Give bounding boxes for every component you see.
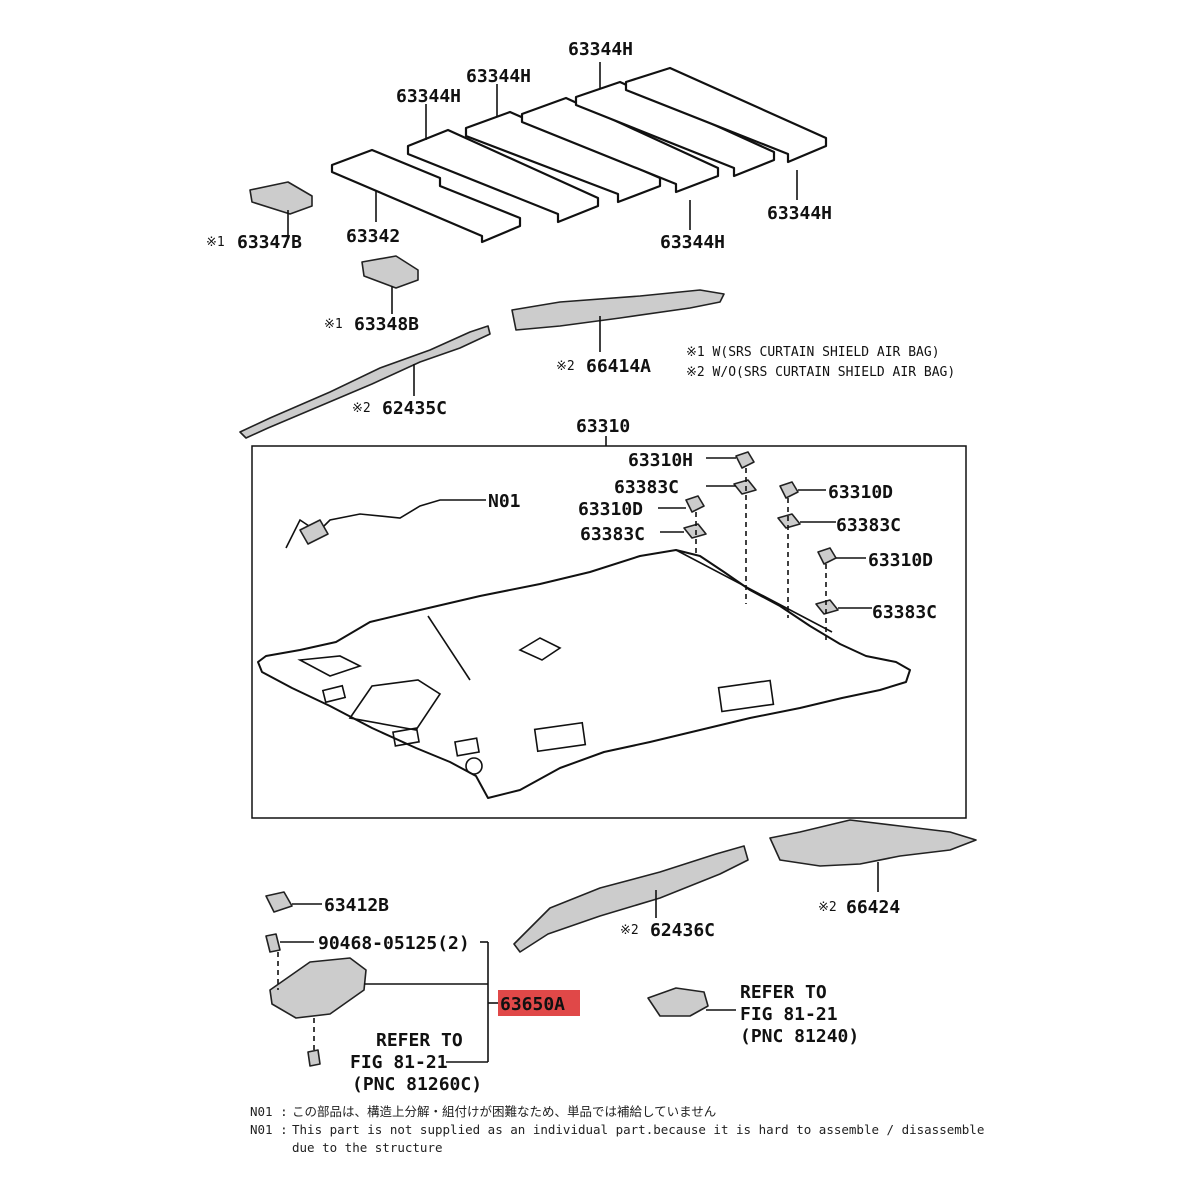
note-en-text-2: due to the structure: [292, 1140, 443, 1155]
label-63344h-top: 63344H: [568, 39, 633, 60]
mark-2-66424: ※2: [818, 900, 837, 915]
strip-62436c-shape: [513, 845, 749, 953]
label-63310d-1: 63310D: [578, 499, 643, 520]
pad-63342-shape: [330, 148, 522, 244]
clip-column-3: [777, 481, 836, 618]
label-66414a: 66414A: [586, 356, 651, 377]
label-63344h-3: 63344H: [396, 86, 461, 107]
label-63344h-right: 63344H: [767, 203, 832, 224]
label-62435c: 62435C: [382, 398, 447, 419]
refer-right-2: FIG 81-21: [740, 1004, 838, 1025]
label-63344h-2: 63344H: [466, 66, 531, 87]
lamp-assembly-shape: [269, 957, 367, 1019]
refer-right-1: REFER TO: [740, 982, 827, 1003]
clip-column-2: [658, 495, 707, 556]
board-1-shape: [406, 128, 600, 224]
headliner-frame: [251, 445, 967, 819]
note-en-prefix: N01 :: [250, 1122, 288, 1137]
legend-line-2: ※2 W/O(SRS CURTAIN SHIELD AIR BAG): [686, 365, 955, 380]
note-en-text: This part is not supplied as an individu…: [292, 1122, 984, 1137]
label-63383c-3: 63383C: [836, 515, 901, 536]
wire-n01-shape: [285, 499, 486, 549]
mark-2-62436c: ※2: [620, 923, 639, 938]
pad-63348b-shape: [361, 255, 419, 289]
mark-1-63348b: ※1: [324, 317, 343, 332]
legend-line-1: ※1 W(SRS CURTAIN SHIELD AIR BAG): [686, 345, 940, 360]
headliner-shape: [257, 549, 911, 799]
label-63650a: 63650A: [500, 994, 565, 1015]
highlight-63650a: [498, 990, 580, 1016]
wire-n01-connector: [299, 519, 329, 545]
refer-left-2: FIG 81-21: [350, 1052, 448, 1073]
label-63347b: 63347B: [237, 232, 302, 253]
label-63310d-2: 63310D: [828, 482, 893, 503]
note-jp-text: この部品は、構造上分解・組付けが困難なため、単品では補給していません: [292, 1104, 716, 1119]
label-63344h-bottom: 63344H: [660, 232, 725, 253]
board-pads: [330, 66, 828, 244]
lamp-bulb-shape: [307, 1049, 321, 1067]
pad-63347b-shape: [249, 181, 313, 215]
strip-66414a-shape: [511, 289, 725, 331]
refer-left-3: (PNC 81260C): [352, 1074, 482, 1095]
label-63383c-2: 63383C: [580, 524, 645, 545]
clip-column-4: [815, 547, 872, 640]
label-63310h: 63310H: [628, 450, 693, 471]
label-90468: 90468-05125(2): [318, 933, 470, 954]
strip-62435c-shape: [239, 325, 491, 439]
mark-2-66414a: ※2: [556, 359, 575, 374]
note-jp-prefix: N01 :: [250, 1104, 288, 1119]
label-62436c: 62436C: [650, 920, 715, 941]
label-63310: 63310: [576, 416, 630, 437]
label-63383c-1: 63383C: [614, 477, 679, 498]
mark-1-63347b: ※1: [206, 235, 225, 250]
board-5-shape: [624, 66, 828, 164]
label-63348b: 63348B: [354, 314, 419, 335]
label-66424: 66424: [846, 897, 900, 918]
headliner-details: [297, 549, 833, 775]
screw-90468-shape: [265, 933, 281, 953]
label-n01: N01: [488, 491, 521, 512]
refer-left-1: REFER TO: [376, 1030, 463, 1051]
label-63310d-3: 63310D: [868, 550, 933, 571]
clip-63412b-shape: [265, 891, 293, 913]
bracket-63650a: [364, 941, 498, 1063]
label-63383c-4: 63383C: [872, 602, 937, 623]
refer-right-3: (PNC 81240): [740, 1026, 859, 1047]
label-63342: 63342: [346, 226, 400, 247]
pad-66424-shape: [769, 819, 977, 867]
label-63412b: 63412B: [324, 895, 389, 916]
lamp-81240-shape: [647, 987, 709, 1017]
mark-2-62435c: ※2: [352, 401, 371, 416]
top-leaders: [287, 62, 798, 396]
clip-column-1: [706, 451, 757, 604]
